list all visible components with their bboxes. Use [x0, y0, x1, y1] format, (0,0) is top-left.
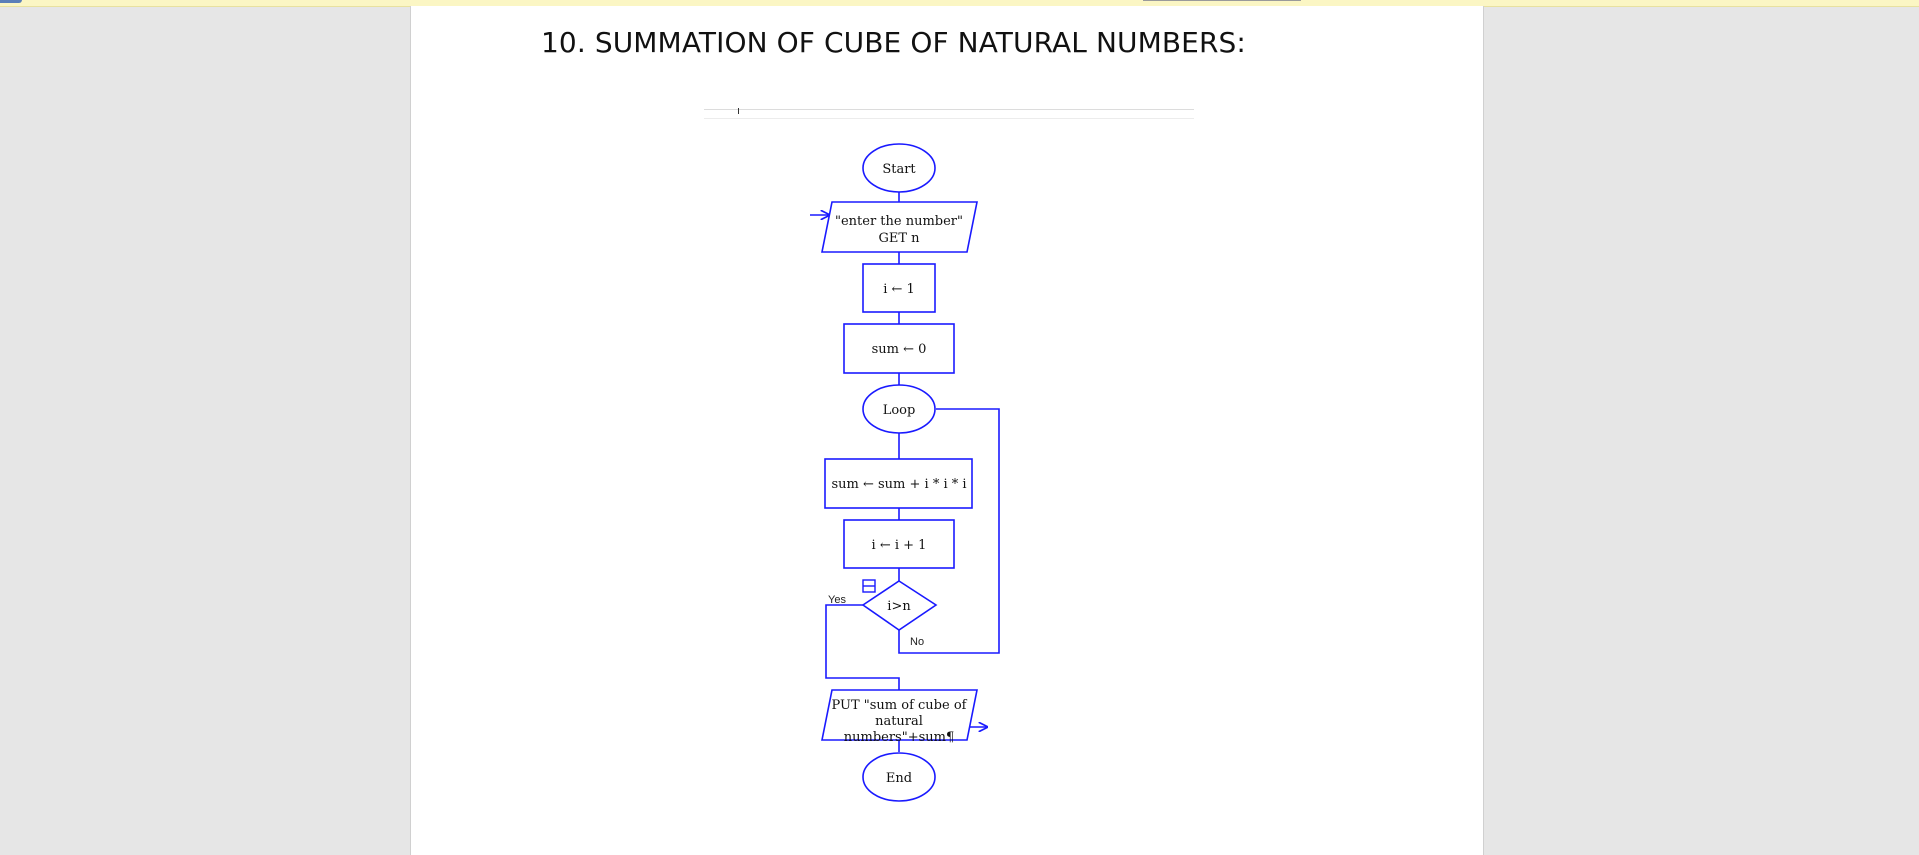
output-line-1: PUT "sum of cube of [832, 698, 968, 713]
increment-label: i ← i + 1 [872, 538, 927, 553]
update-sum-label: sum ← sum + i * i * i [831, 477, 966, 492]
loop-connector[interactable]: Loop [862, 384, 936, 434]
flowchart-diagram[interactable]: Start "enter the number" GET n i ← 1 sum… [411, 6, 1483, 855]
output-line-2: natural [875, 714, 923, 729]
decision-diamond[interactable]: i>n [861, 580, 938, 631]
init-sum-process[interactable]: sum ← 0 [843, 323, 955, 374]
page-heading: 10. SUMMATION OF CUBE OF NATURAL NUMBERS… [541, 26, 1246, 59]
no-branch-label: No [910, 636, 924, 648]
document-page[interactable]: 10. SUMMATION OF CUBE OF NATURAL NUMBERS… [410, 6, 1484, 855]
increment-process[interactable]: i ← i + 1 [843, 519, 955, 569]
output-line-3: numbers"+sum¶ [844, 730, 955, 745]
flow-connectors [810, 192, 1000, 752]
yes-branch-label: Yes [828, 594, 846, 606]
start-label: Start [882, 162, 916, 177]
loop-label: Loop [883, 403, 916, 418]
end-label: End [886, 771, 912, 786]
input-line-2: GET n [878, 231, 920, 246]
decision-label: i>n [887, 599, 911, 614]
drawing-canvas-border [704, 108, 1194, 119]
connector-yes-output [825, 604, 900, 690]
connector-no-loop-back [898, 408, 1000, 654]
init-i-label: i ← 1 [883, 282, 915, 297]
ruler-marker [1143, 0, 1301, 1]
init-sum-label: sum ← 0 [872, 342, 927, 357]
output-parallelogram[interactable]: PUT "sum of cube of natural numbers"+sum… [821, 689, 978, 745]
update-sum-process[interactable]: sum ← sum + i * i * i [824, 458, 973, 509]
init-i-process[interactable]: i ← 1 [862, 263, 936, 313]
input-line-1: "enter the number" [835, 214, 963, 229]
end-terminal[interactable]: End [862, 752, 936, 802]
window-corner-accent [0, 0, 22, 3]
text-cursor [738, 108, 739, 114]
input-parallelogram[interactable]: "enter the number" GET n [821, 201, 978, 253]
layout-options-icon[interactable] [862, 579, 876, 593]
start-terminal[interactable]: Start [862, 143, 936, 193]
